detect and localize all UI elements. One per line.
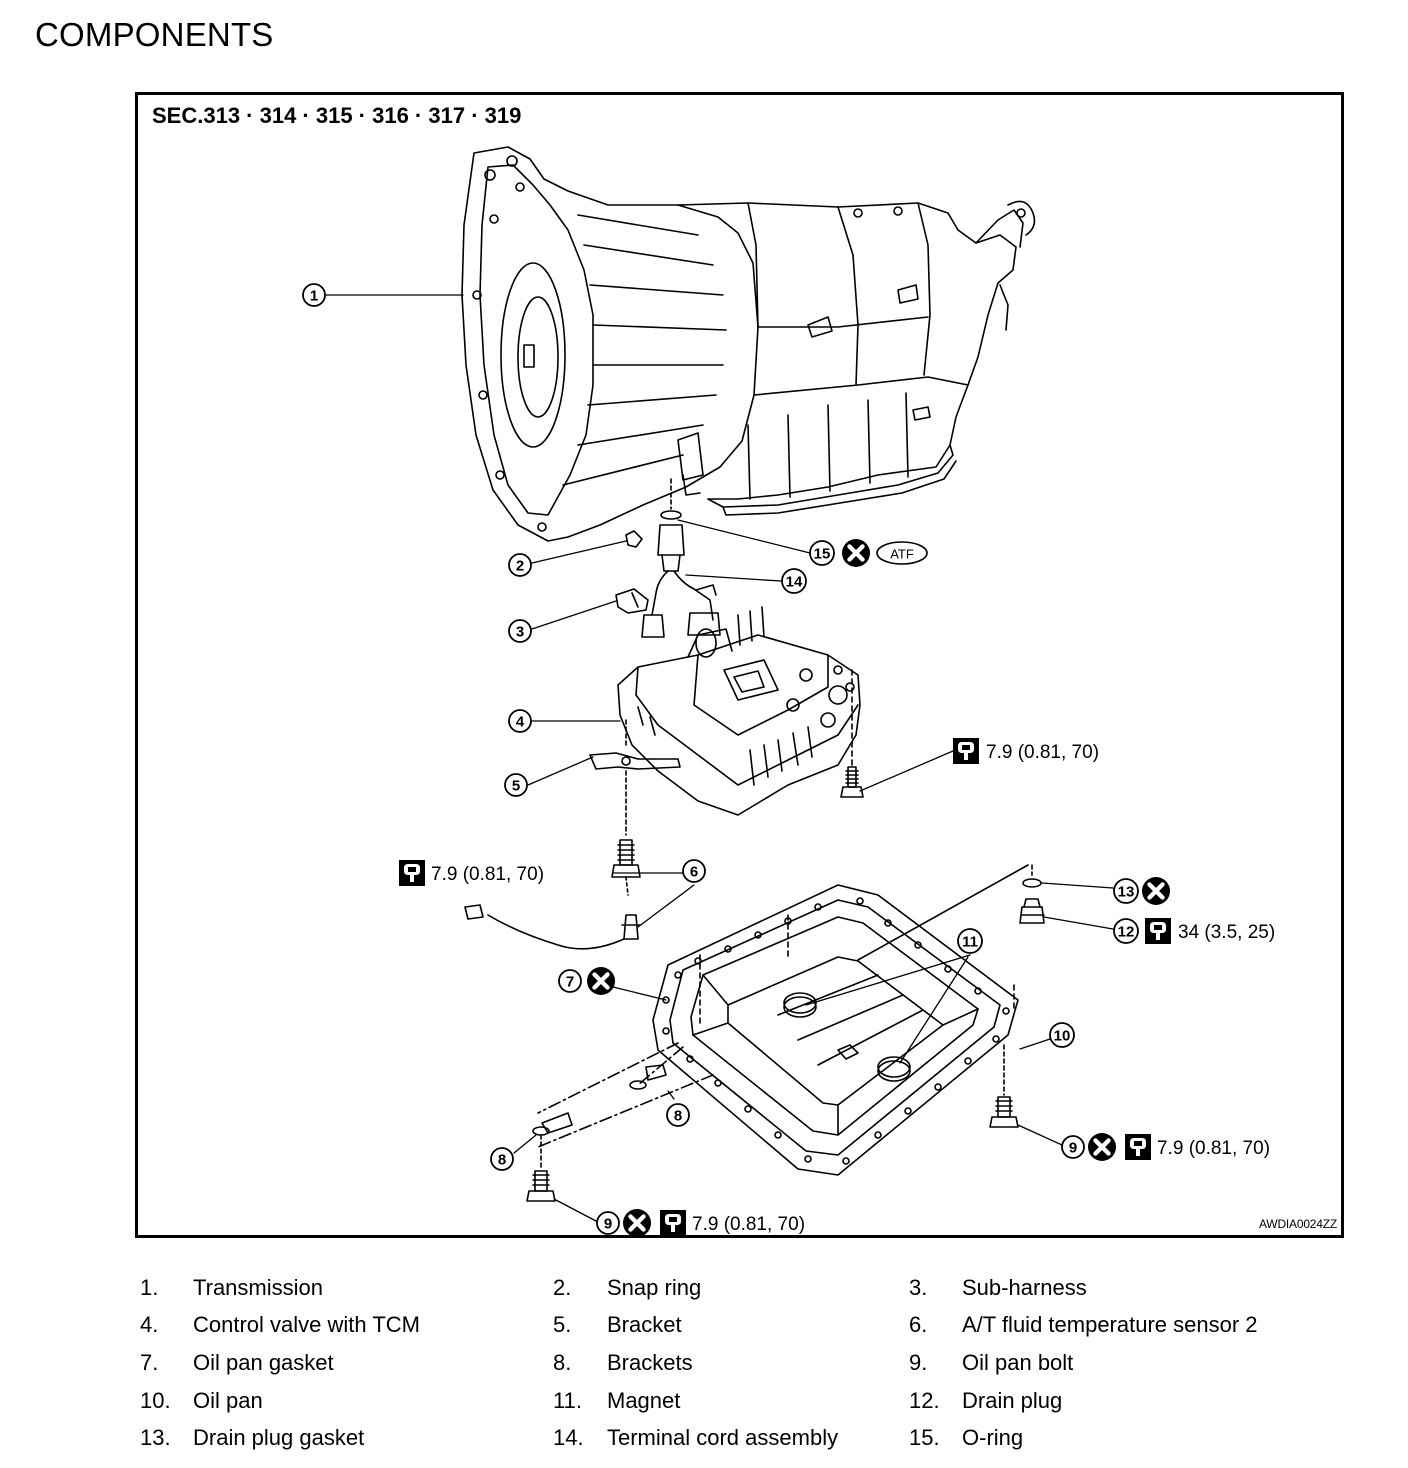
section-label: SEC.313 · 314 · 315 · 316 · 317 · 319 <box>152 103 522 128</box>
svg-text:ATF: ATF <box>890 547 914 562</box>
circle-x-icon <box>1088 1133 1116 1161</box>
circle-x-icon <box>842 539 870 567</box>
svg-text:8: 8 <box>674 1108 682 1125</box>
svg-text:8: 8 <box>498 1152 506 1169</box>
leader-lines <box>325 294 1114 1222</box>
callout-15: 15 <box>809 540 835 566</box>
pan-brackets-drawing <box>532 1042 714 1168</box>
circle-x-icon <box>587 967 615 995</box>
control-valve-drawing <box>617 606 861 816</box>
bracket-bolt-drawing <box>611 839 641 878</box>
svg-text:14: 14 <box>786 574 803 591</box>
callout-8-left: 8 <box>490 1147 514 1171</box>
diagram-frame: SEC.313 · 314 · 315 · 316 · 317 · 319 <box>135 92 1344 1238</box>
callout-7: 7 <box>558 969 582 993</box>
bracket-drawing <box>589 719 681 836</box>
oil-pan-drawing <box>652 864 1029 1176</box>
torque-wrench-icon <box>660 1210 686 1235</box>
torque-wrench-icon <box>399 860 425 886</box>
transmission-drawing <box>461 146 1036 542</box>
svg-text:10: 10 <box>1054 1028 1071 1045</box>
circle-x-icon <box>1142 877 1170 905</box>
circle-x-icon <box>623 1209 651 1235</box>
callout-13: 13 <box>1113 878 1139 904</box>
fluid-temp-sensor-drawing <box>464 876 641 950</box>
callout-5: 5 <box>504 773 528 797</box>
drain-plug-drawing <box>1019 864 1045 924</box>
svg-text:2: 2 <box>516 558 524 575</box>
parts-legend: 1.Transmission 2.Snap ring 3.Sub-harness… <box>140 1275 1258 1450</box>
callout-14: 14 <box>781 568 807 594</box>
torque-wrench-icon <box>953 738 979 764</box>
atf-badge: ATF <box>876 541 928 565</box>
torque-spec-drain-plug: 34 (3.5, 25) <box>1178 922 1275 943</box>
callout-9-bottom: 9 <box>596 1211 620 1235</box>
svg-text:11: 11 <box>962 934 978 951</box>
svg-text:9: 9 <box>604 1216 612 1233</box>
exploded-view: 1 2 3 4 5 6 7 8 8 9 9 10 11 12 13 14 15 … <box>302 146 1275 1235</box>
svg-text:5: 5 <box>512 778 520 795</box>
snap-ring-drawing <box>625 530 643 548</box>
callout-10: 10 <box>1049 1022 1075 1048</box>
torque-wrench-icon <box>1125 1134 1151 1160</box>
callout-6: 6 <box>682 859 706 883</box>
figure-code: AWDIA0024ZZ <box>1258 1217 1337 1231</box>
callout-9-right: 9 <box>1061 1135 1085 1159</box>
svg-text:12: 12 <box>1118 924 1135 941</box>
control-valve-bolt-drawing <box>840 669 864 798</box>
svg-text:1: 1 <box>310 288 318 305</box>
page-title: COMPONENTS <box>35 16 274 53</box>
svg-text:13: 13 <box>1118 884 1135 901</box>
oil-pan-bolt-left-drawing <box>526 1170 556 1202</box>
svg-text:3: 3 <box>516 624 524 641</box>
svg-text:6: 6 <box>690 864 698 881</box>
sub-harness-drawing <box>615 588 649 614</box>
callout-12: 12 <box>1113 918 1139 944</box>
svg-text:7: 7 <box>566 974 574 991</box>
torque-spec-bracket-bolt: 7.9 (0.81, 70) <box>431 864 544 885</box>
callout-4: 4 <box>508 709 532 733</box>
callout-3: 3 <box>508 619 532 643</box>
svg-text:15: 15 <box>814 546 831 563</box>
torque-wrench-icon <box>1145 918 1171 944</box>
callout-1: 1 <box>302 283 326 307</box>
oil-pan-bolt-right-drawing <box>989 1044 1019 1128</box>
torque-spec-oil-pan-bolt-right: 7.9 (0.81, 70) <box>1157 1138 1270 1159</box>
torque-spec-control-valve: 7.9 (0.81, 70) <box>986 742 1099 763</box>
callout-8-right: 8 <box>666 1103 690 1127</box>
svg-text:4: 4 <box>516 714 525 731</box>
callout-2: 2 <box>508 553 532 577</box>
torque-spec-oil-pan-bolt-bottom: 7.9 (0.81, 70) <box>692 1214 805 1235</box>
terminal-cord-assembly-drawing <box>641 478 721 638</box>
callout-11: 11 <box>957 928 983 954</box>
svg-text:9: 9 <box>1069 1140 1077 1157</box>
